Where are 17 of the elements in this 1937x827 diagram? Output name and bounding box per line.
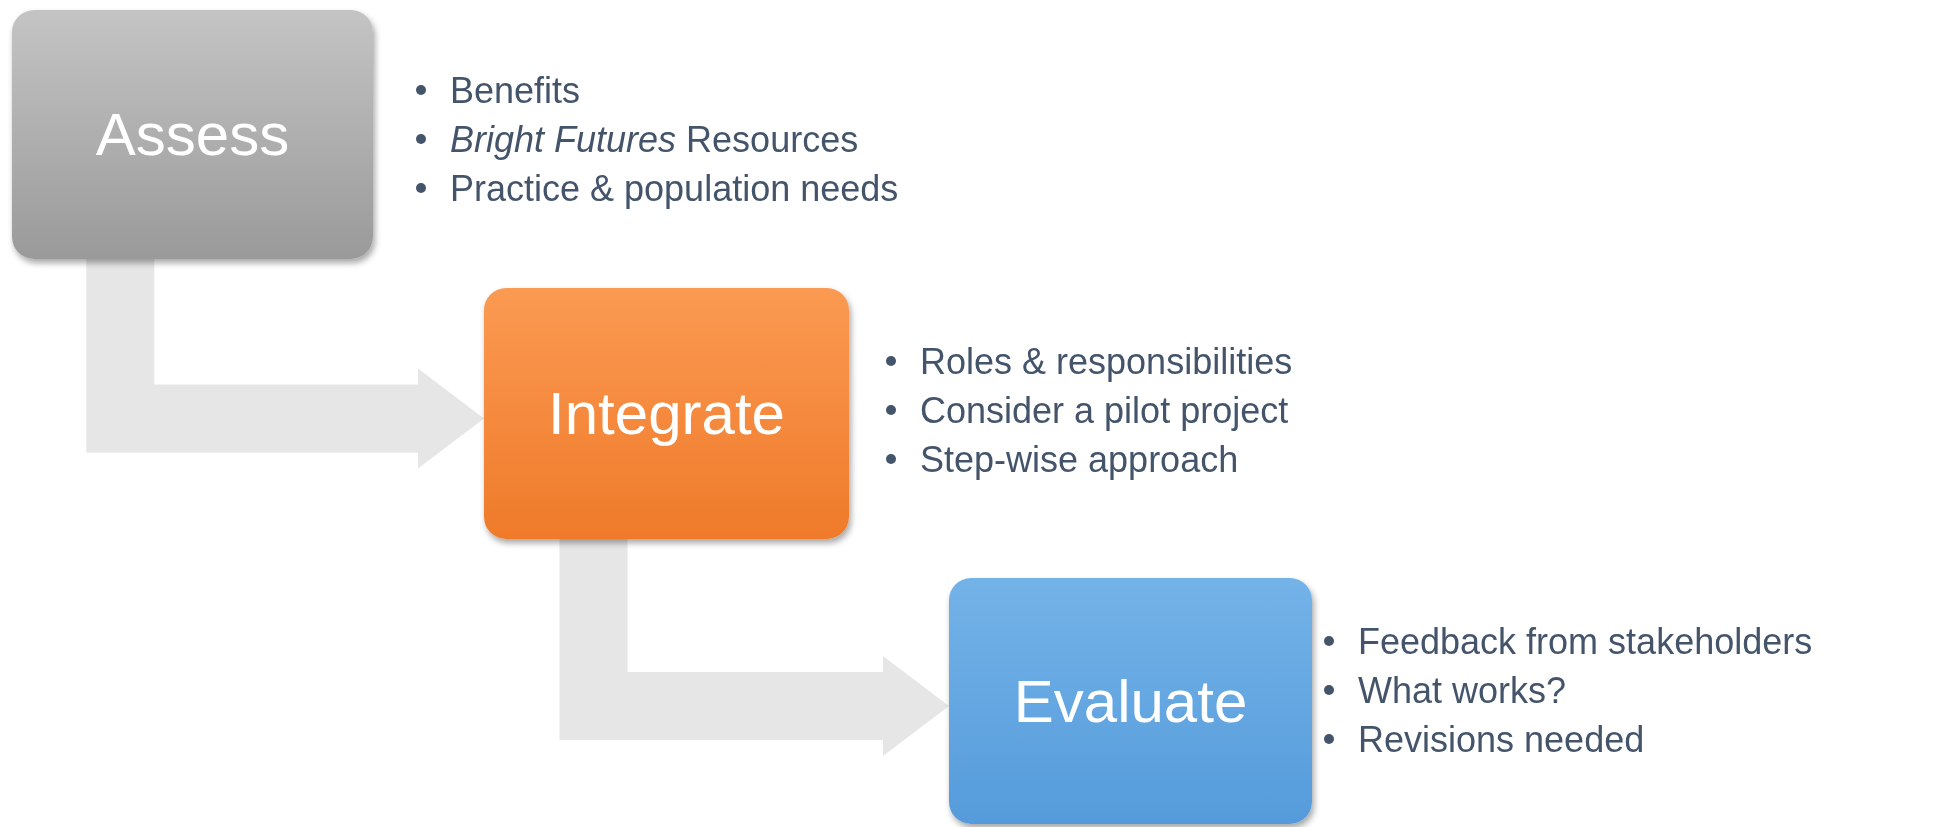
step-box	[484, 288, 849, 539]
elbow-arrow	[86, 259, 484, 469]
step-title: Assess	[95, 100, 290, 169]
bullet-text: Benefits	[450, 70, 581, 111]
step-title: Integrate	[548, 379, 785, 448]
bullet-text: Consider a pilot project	[920, 390, 1289, 431]
bullet-text: Feedback from stakeholders	[1358, 621, 1813, 662]
step-box	[12, 10, 373, 259]
step-title: Evaluate	[1013, 666, 1248, 736]
step-box	[949, 578, 1312, 824]
bullet-text: Revisions needed	[1358, 719, 1645, 760]
bullet-text: What works?	[1358, 670, 1567, 711]
bullet-text: Step-wise approach	[920, 439, 1239, 480]
bullet-text: Bright Futures Resources	[450, 119, 859, 160]
bullet-text: Practice & population needs	[450, 168, 899, 209]
elbow-arrow	[559, 539, 949, 756]
bullet-text: Roles & responsibilities	[920, 341, 1293, 382]
